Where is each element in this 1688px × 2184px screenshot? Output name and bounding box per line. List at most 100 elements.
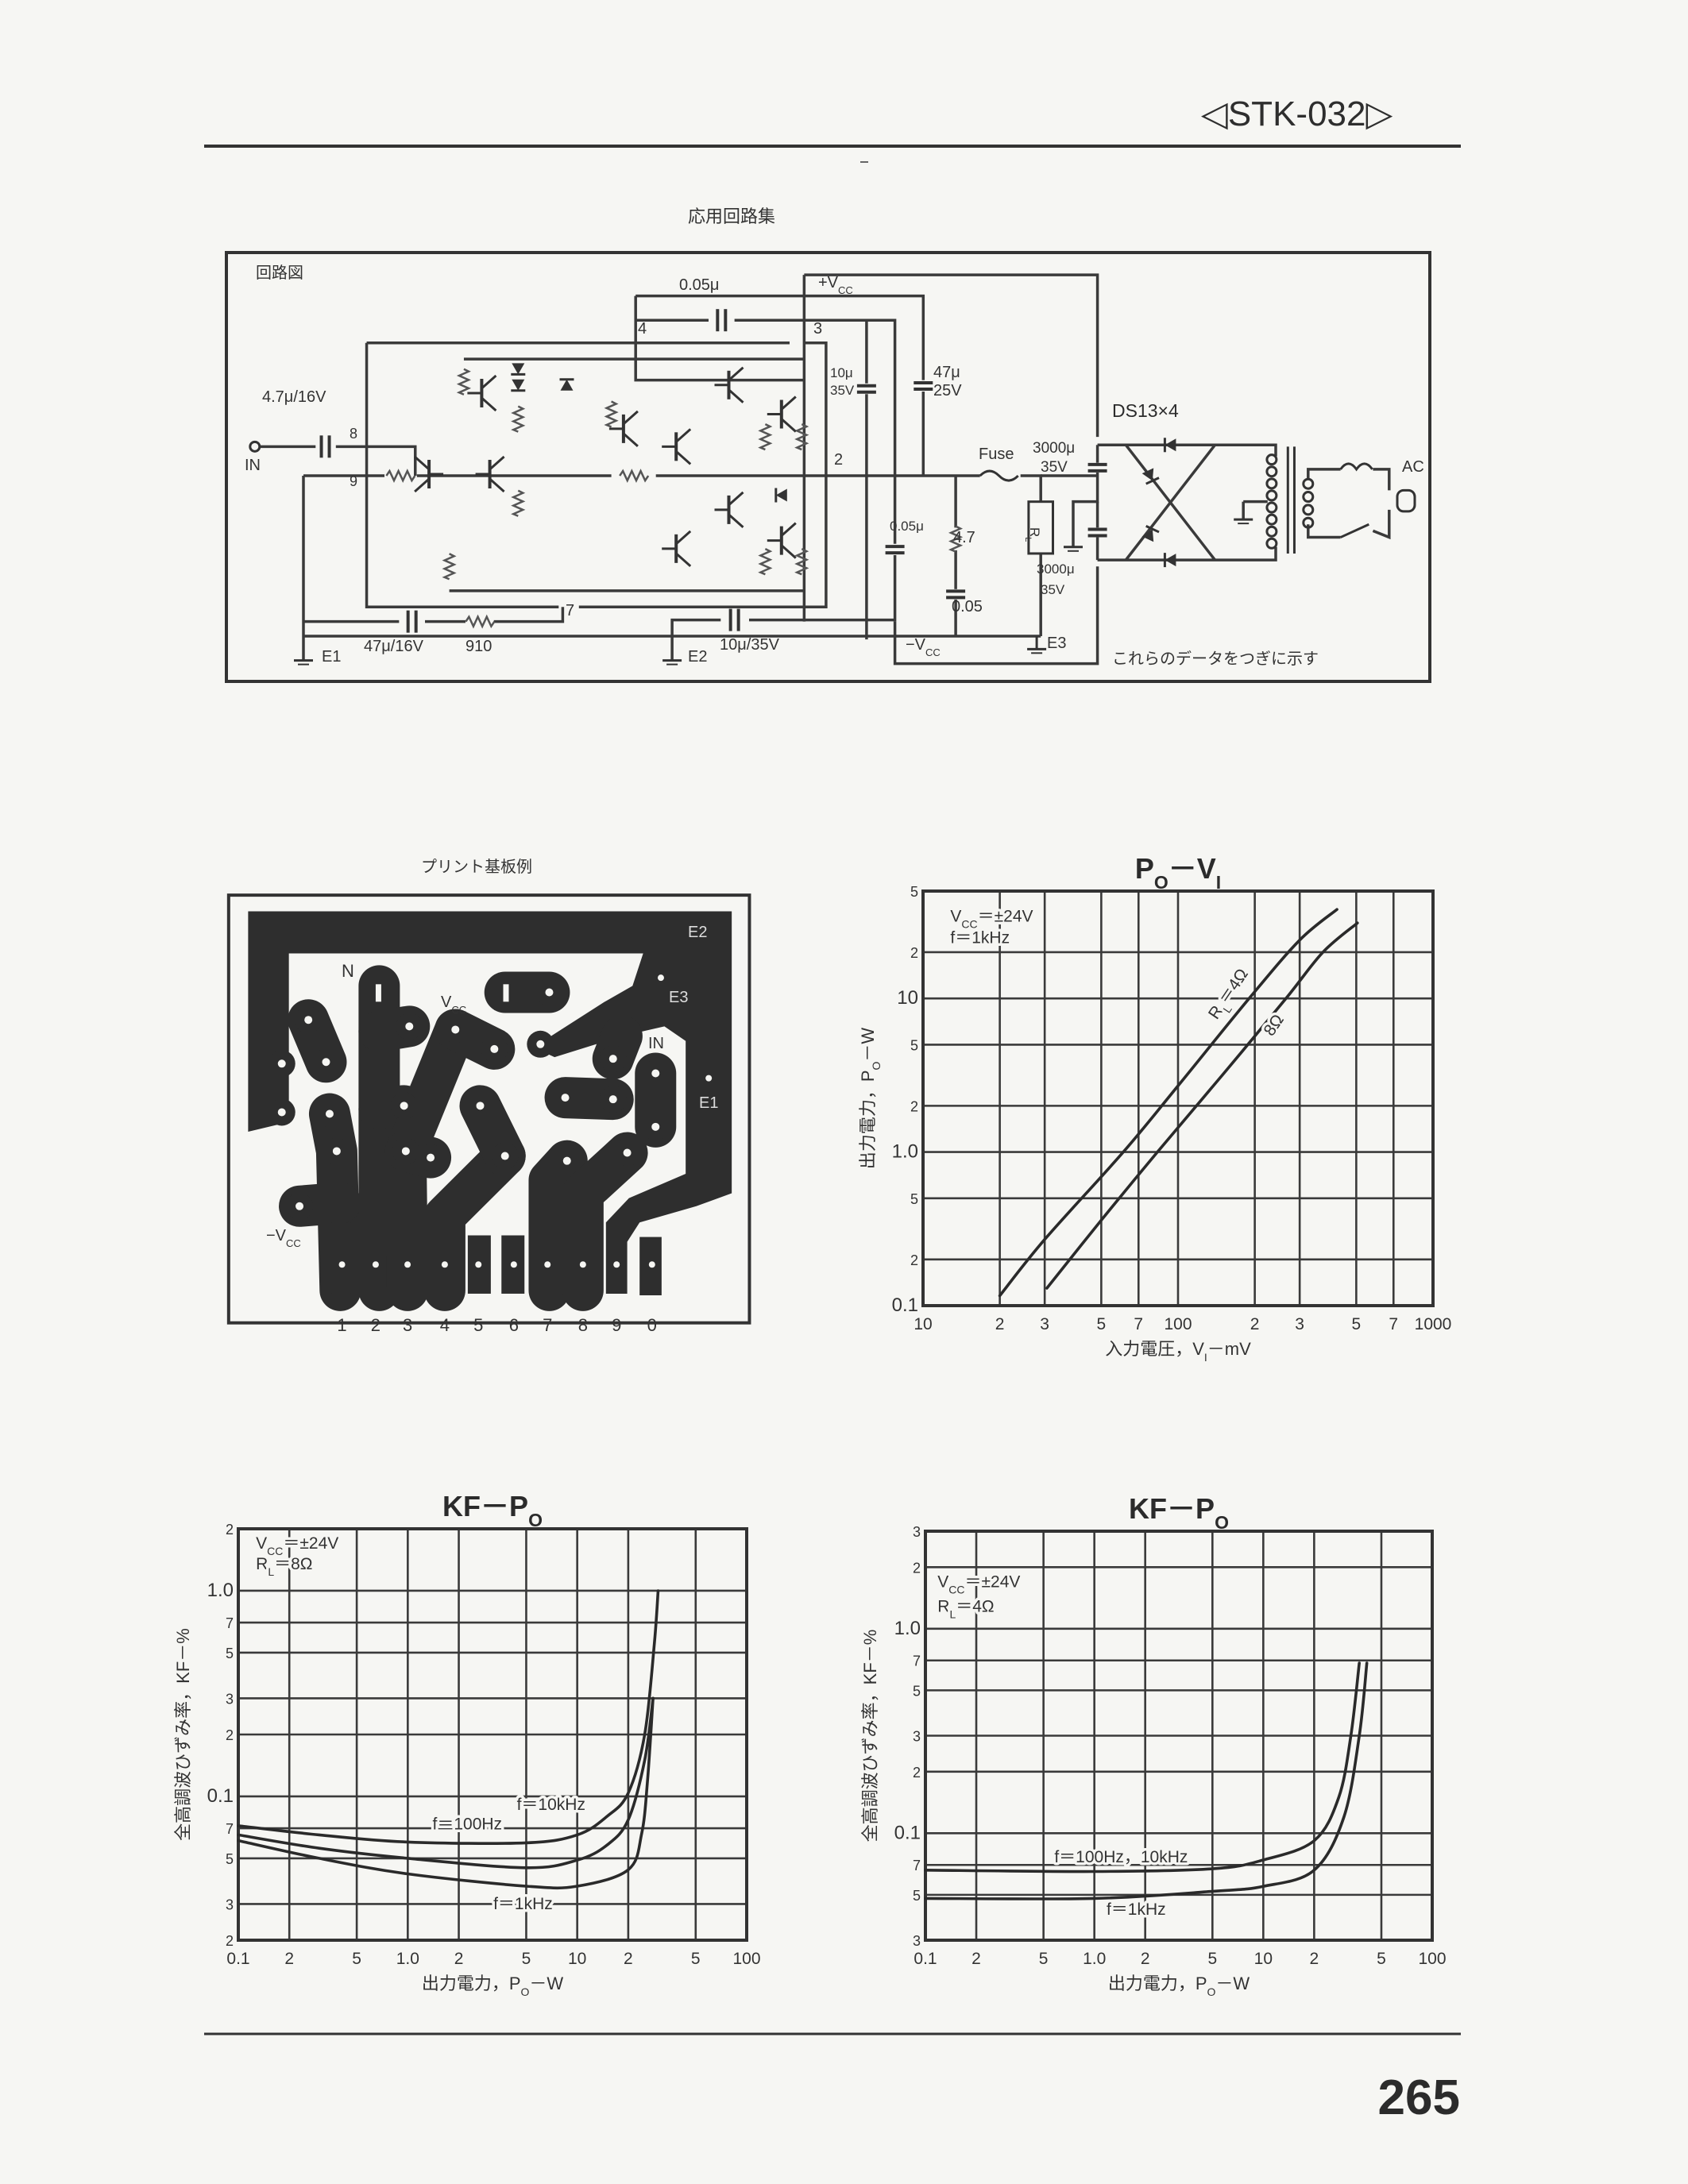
y-tick-label: 2 [226, 1522, 234, 1538]
y-tick-label: 2 [226, 1933, 234, 1949]
condition-label: RL＝4Ω [937, 1598, 994, 1621]
pcb-hole [623, 1148, 632, 1157]
ground-label: E2 [688, 648, 707, 666]
condition-label-part: CC [961, 918, 977, 931]
page-header: ◁STK-032▷ [204, 95, 1461, 163]
series-label: f＝100Hz [433, 1815, 503, 1834]
y-axis-label-part: O [870, 1061, 883, 1070]
resistor-symbol [758, 423, 773, 451]
pin-label: 2 [834, 451, 843, 469]
pcb-hole [490, 1044, 499, 1053]
pcb-pin-number: 6 [509, 1315, 519, 1335]
y-tick-label: 0.1 [894, 1822, 921, 1843]
x-tick-label: 2 [284, 1950, 294, 1968]
x-tick-label: 7 [1389, 1315, 1398, 1333]
series-line [998, 908, 1338, 1298]
series-label-part: f＝10kHz [517, 1796, 585, 1814]
x-tick-label: 2 [1310, 1950, 1319, 1968]
plot-frame [924, 1530, 1434, 1942]
vcc-plus-label-part: CC [838, 284, 853, 296]
y-axis-label-part: 全高調波ひずみ率，KF－% [860, 1630, 880, 1843]
x-tick-label: 10 [914, 1315, 932, 1333]
fuse-symbol [979, 469, 1019, 482]
pcb-label-vcc-minus-part: −V [266, 1227, 287, 1244]
ac-fuse-symbol [1339, 462, 1373, 472]
x-tick-label: 2 [1141, 1950, 1150, 1968]
capacitor-symbol [1087, 527, 1107, 538]
pcb-hole [325, 1109, 334, 1118]
x-tick-label: 5 [522, 1950, 531, 1968]
pcb-hole [304, 1016, 313, 1024]
pcb-hole [651, 1122, 660, 1131]
pcb-pin-number: 9 [612, 1315, 621, 1335]
pcb-pin-hole [338, 1261, 346, 1268]
pcb-hole [705, 1075, 713, 1082]
pcb-pad [331, 1222, 351, 1294]
resistor-symbol [758, 548, 773, 576]
y-tick-label: 7 [913, 1653, 921, 1669]
condition-label-part: R [256, 1555, 268, 1573]
transistor-symbol [714, 491, 744, 529]
pin-label: 3 [813, 320, 822, 338]
ground-label: E3 [1047, 635, 1066, 652]
pcb-pin-number: 2 [371, 1315, 380, 1335]
pcb-label-e2: E2 [688, 924, 707, 941]
diode-symbol [1163, 553, 1176, 568]
application-circuit: 応用回路集 回路図 0.05μ 4 3 10μ 35V 47μ 25V 4.7μ… [225, 206, 1431, 683]
x-tick-label: 2 [971, 1950, 981, 1968]
wire [1307, 468, 1341, 480]
transformer-coil [1265, 453, 1278, 466]
x-axis-label: 入力電圧，VI－mV [1105, 1339, 1251, 1364]
chart-title: PO－VI [1135, 852, 1221, 893]
y-tick-label: 2 [913, 1560, 921, 1576]
y-tick-label: 3 [913, 1933, 921, 1949]
resistor-symbol [385, 469, 416, 483]
pcb-pin-number: 5 [473, 1315, 483, 1335]
wire [635, 294, 925, 380]
pcb-pin-number: 3 [403, 1315, 412, 1335]
capacitor-symbol [728, 608, 740, 631]
diode-symbol [1163, 438, 1176, 453]
diode-symbol [1141, 524, 1160, 542]
circuit-note: これらのデータをつぎに示す [1112, 650, 1319, 668]
x-tick-label: 100 [1418, 1950, 1446, 1968]
x-tick-label: 1.0 [396, 1950, 419, 1968]
y-axis-label-part: 出力電力，P [858, 1070, 878, 1169]
fuse-label: Fuse [979, 446, 1014, 463]
y-axis-label-part: －W [858, 1028, 878, 1062]
chart-title-part: O [1154, 872, 1168, 893]
ac-label: AC [1402, 458, 1424, 476]
x-tick-label: 0.1 [226, 1950, 249, 1968]
load-resistor-label-part: R [1027, 527, 1042, 537]
pcb-label-e3: E3 [669, 989, 688, 1006]
resistor-label: 4.7 [953, 529, 975, 546]
condition-label-part: CC [948, 1583, 964, 1596]
x-tick-label: 5 [1377, 1950, 1386, 1968]
pcb-hole [561, 1094, 570, 1102]
ground-icon [1234, 518, 1253, 525]
resistor-symbol [442, 553, 457, 581]
y-tick-label: 3 [226, 1691, 234, 1707]
y-tick-label: 2 [913, 1765, 921, 1781]
pcb-hole [545, 988, 554, 997]
wire [365, 342, 559, 609]
x-axis-label-part: 出力電力，P [422, 1974, 521, 1993]
transformer-coil [1302, 504, 1315, 516]
x-tick-label: 0.1 [914, 1950, 937, 1968]
capacitor-symbol [716, 309, 728, 332]
wire [1373, 468, 1391, 491]
series-line [237, 1589, 660, 1845]
wire [893, 566, 1099, 666]
pin-label: 9 [350, 473, 357, 489]
x-axis-label-part: I [1204, 1351, 1207, 1364]
pin-label: 7 [566, 602, 574, 619]
condition-label-part: L [949, 1608, 956, 1621]
series-label-part: f＝1kHz [1107, 1900, 1166, 1919]
x-tick-label: 5 [1097, 1315, 1107, 1333]
x-axis-label-part: 入力電圧，V [1105, 1339, 1204, 1359]
wire [493, 607, 565, 623]
diode-symbol [511, 379, 526, 392]
series-label: f＝1kHz [1107, 1900, 1166, 1919]
